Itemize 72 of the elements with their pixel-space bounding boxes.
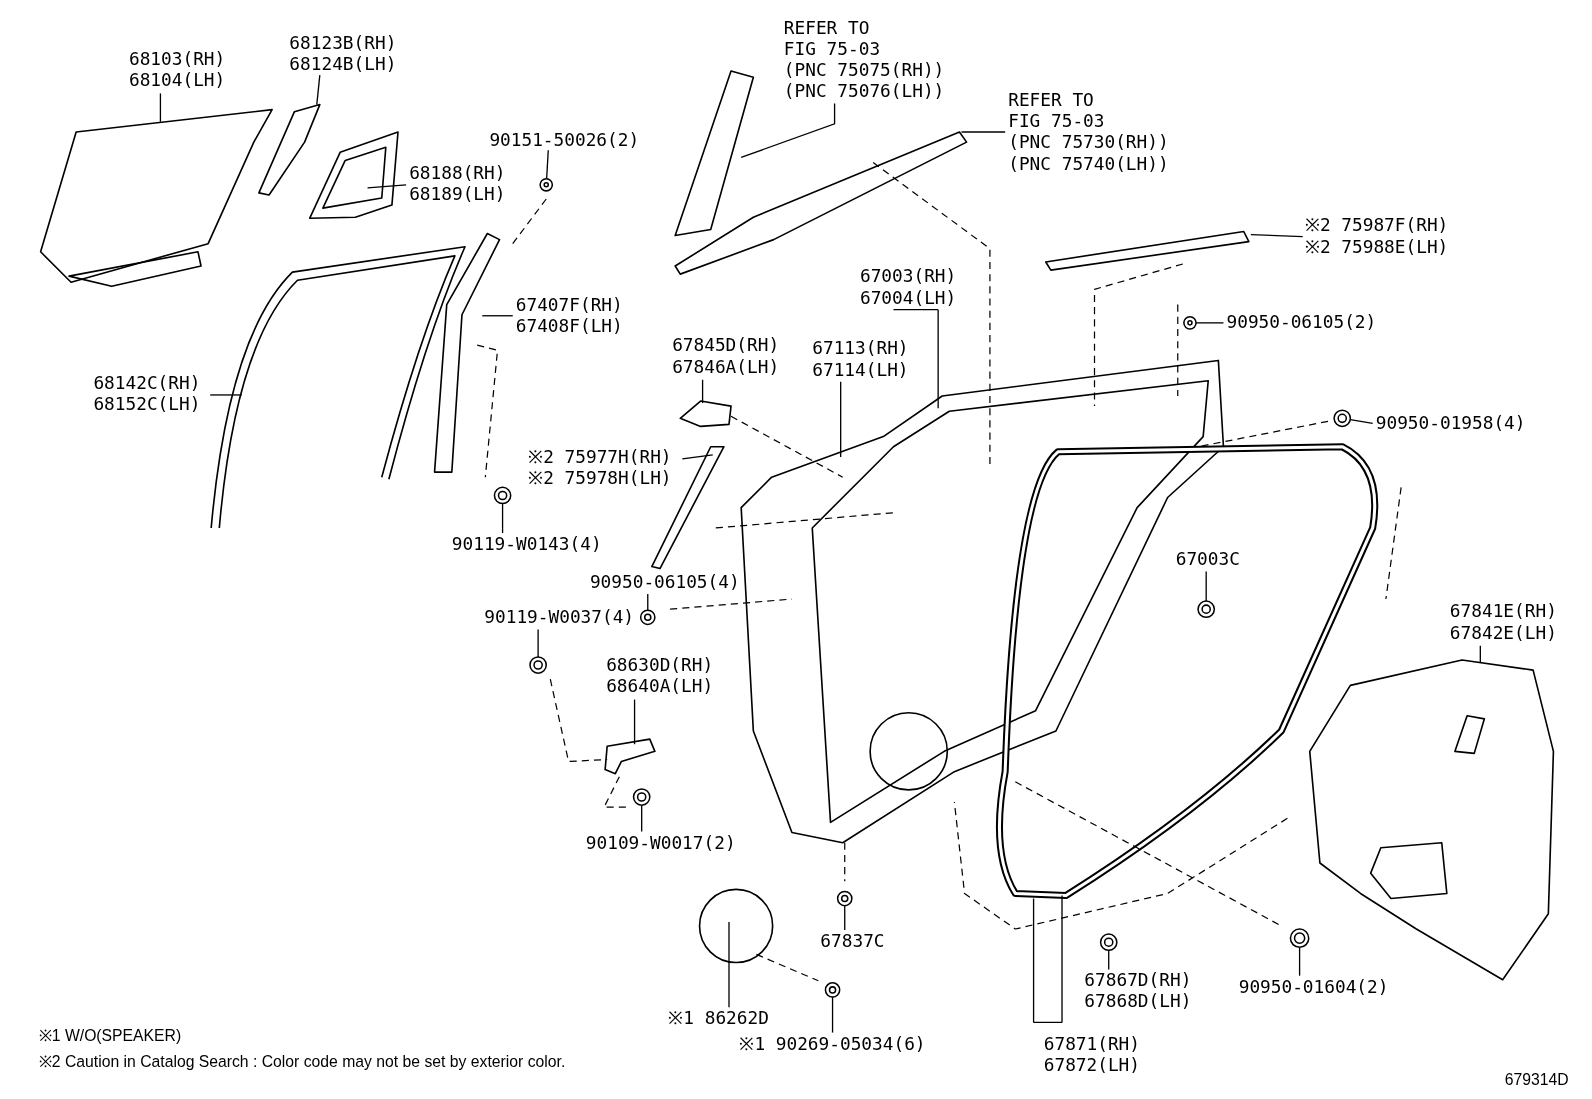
leader-line	[728, 921, 730, 1008]
leader-line	[844, 905, 846, 931]
part-number: ※2 75987F(RH) ※2 75988E(LH)	[1304, 215, 1450, 258]
part-number: 68630D(RH) 68640A(LH)	[606, 654, 715, 698]
leader-line	[481, 315, 514, 317]
part-number: 67837C	[820, 931, 886, 953]
part-number: 68123B(RH) 68124B(LH)	[289, 32, 398, 76]
part-number: ※1 90269-05034(6)	[739, 1033, 927, 1055]
leader-line	[546, 149, 549, 180]
leader-line	[633, 698, 636, 745]
leader-line	[892, 309, 939, 409]
leader-line	[1205, 570, 1207, 602]
part-number: 90109-W0017(2)	[585, 832, 737, 854]
part-number: 67407F(RH) 67408F(LH)	[515, 294, 624, 338]
leader-line	[209, 394, 243, 396]
fastener-icon	[632, 788, 651, 806]
part-number: 67867D(RH) 67868D(LH)	[1084, 969, 1193, 1013]
fastener-icon	[1333, 409, 1352, 428]
fastener-icon	[824, 982, 841, 998]
part-number: 67845D(RH) 67846A(LH)	[672, 335, 781, 378]
part-number: 67841E(RH) 67842E(LH)	[1449, 601, 1558, 644]
part-number: ※2 75977H(RH) ※2 75978H(LH)	[527, 446, 673, 490]
insulation-sheet-drawing	[1308, 659, 1555, 981]
part-number: REFER TO FIG 75-03	[1008, 89, 1106, 132]
leader-line	[840, 381, 842, 458]
footnote: ※1 W/O(SPEAKER)	[38, 1025, 182, 1046]
leader-line	[159, 92, 162, 123]
part-number: 90119-W0037(4)	[484, 607, 636, 629]
fastener-icon	[1197, 600, 1216, 619]
fastener-icon	[539, 177, 554, 192]
part-number: 90950-06105(2)	[1226, 311, 1378, 333]
part-number: 90950-06105(4)	[589, 571, 741, 593]
fastener-icon	[836, 890, 853, 907]
leader-line	[1032, 894, 1063, 1024]
leader-line	[1195, 322, 1225, 324]
part-number: 68103(RH) 68104(LH)	[128, 48, 227, 92]
part-number: 90950-01604(2)	[1238, 976, 1390, 999]
part-number: 68188(RH) 68189(LH)	[409, 162, 507, 206]
part-number: 67003C	[1175, 548, 1241, 570]
drawing-number: 679314D	[1504, 1071, 1569, 1090]
part-number: REFER TO FIG 75-03	[783, 17, 882, 60]
leader-line	[641, 804, 643, 833]
part-number: 67113(RH) 67114(LH)	[812, 338, 910, 381]
part-number: ※1 86262D	[668, 1008, 770, 1030]
footnote: ※2 Caution in Catalog Search : Color code may not be set by exterior color.	[38, 1051, 566, 1073]
leader-line	[1250, 233, 1304, 238]
fastener-icon	[1099, 933, 1118, 952]
part-number: 67003(RH) 67004(LH)	[859, 266, 958, 309]
fastener-icon	[1183, 316, 1197, 330]
fastener-icon	[1289, 928, 1310, 949]
fastener-icon	[639, 609, 656, 626]
leader-line	[1108, 949, 1110, 971]
part-number: 67871(RH) 67872(LH)	[1043, 1033, 1141, 1077]
leader-line	[1298, 946, 1301, 977]
fastener-icon	[493, 486, 512, 505]
leader-line	[501, 502, 504, 534]
leader-line	[681, 454, 714, 460]
leader-line	[537, 628, 539, 658]
leader-line	[831, 996, 834, 1034]
leader-line	[316, 74, 321, 106]
part-number: 90119-W0143(4)	[451, 534, 603, 556]
leader-line	[366, 184, 407, 189]
leader-line	[960, 131, 1006, 133]
part-number: (PNC 75730(RH)) (PNC 75740(LH))	[1008, 132, 1170, 175]
part-number: (PNC 75075(RH)) (PNC 75076(LH))	[783, 59, 946, 103]
part-number: 90151-50026(2)	[489, 129, 641, 152]
fastener-icon	[529, 656, 547, 674]
leader-line	[701, 379, 704, 404]
leader-line	[1349, 418, 1374, 425]
part-number: 68142C(RH) 68152C(LH)	[93, 372, 202, 416]
part-number: 90950-01958(4)	[1375, 413, 1527, 435]
leader-line	[740, 102, 836, 159]
